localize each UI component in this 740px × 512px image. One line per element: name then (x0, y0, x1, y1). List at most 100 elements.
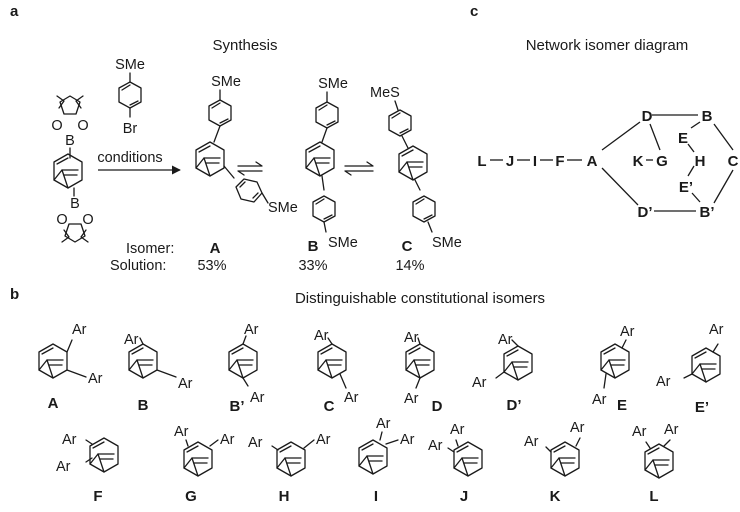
panel-a: a Synthesis O O B B O O SMe Br condition… (10, 3, 462, 274)
isomer-f-ar-1: Ar (62, 432, 77, 448)
isomer-e-label: E (617, 397, 627, 414)
isomer-e-prime-ar-1: Ar (709, 322, 724, 338)
network-edges (490, 114, 734, 212)
product-c-mes-top: MeS (370, 85, 400, 101)
product-a-aryl-top (208, 99, 232, 127)
isomer-d: Ar Ar D (404, 330, 443, 415)
node-b: B (702, 108, 713, 125)
product-a-label: A (210, 240, 221, 257)
node-i: I (533, 153, 537, 170)
isomer-b-prime-ar-1: Ar (244, 322, 259, 338)
isomer-l-ar-1: Ar (632, 424, 647, 440)
isomer-g-ar-2: Ar (220, 432, 235, 448)
product-c-bullvalene (398, 145, 428, 181)
isomer-l-label: L (649, 488, 658, 505)
node-j: J (506, 153, 514, 170)
boronate-oxygen-3: O (56, 212, 67, 228)
isomer-f-label: F (93, 488, 102, 505)
isomer-f-ar-2: Ar (56, 459, 71, 475)
reagent: SMe Br (115, 57, 145, 137)
isomer-j: Ar Ar J (428, 422, 483, 505)
product-b-label: B (308, 238, 319, 255)
isomer-b-ar-2: Ar (178, 376, 193, 392)
panel-b: b Distinguishable constitutional isomers… (10, 286, 724, 505)
isomer-c: Ar Ar C (314, 328, 359, 415)
reagent-sme-label: SMe (115, 57, 145, 73)
isomer-l: Ar Ar L (632, 422, 679, 505)
isomer-b-prime: Ar Ar B’ (228, 322, 265, 415)
isomer-l-ar-2: Ar (664, 422, 679, 438)
pinacol-ester-top (56, 95, 84, 115)
isomer-i-label: I (374, 488, 378, 505)
product-b-aryl-bottom (312, 195, 336, 223)
isomer-d-prime: Ar Ar D’ (472, 332, 533, 414)
isomer-a-label: A (48, 395, 59, 412)
isomer-b-prime-ar-2: Ar (250, 390, 265, 406)
isomer-f: Ar Ar F (56, 432, 119, 505)
isomer-d-ar-1: Ar (404, 330, 419, 346)
isomer-k: Ar Ar K (524, 420, 585, 505)
node-f: F (555, 153, 564, 170)
isomer-e-ar-1: Ar (620, 324, 635, 340)
product-a-aryl-right (235, 178, 263, 203)
isomer-e-prime-ar-2: Ar (656, 374, 671, 390)
boron-atom-1: B (65, 133, 75, 149)
boron-atom-2: B (70, 196, 80, 212)
synthesis-title: Synthesis (212, 37, 277, 54)
node-l: L (477, 153, 486, 170)
node-d: D (642, 108, 653, 125)
isomer-g-ar-1: Ar (174, 424, 189, 440)
isomer-i-ar-2: Ar (400, 432, 415, 448)
isomer-k-label: K (550, 488, 561, 505)
product-a-bullvalene (195, 141, 225, 177)
isomer-b-prime-label: B’ (230, 398, 245, 415)
isomer-d-prime-ar-1: Ar (498, 332, 513, 348)
product-a-structure: SMe SMe (195, 74, 298, 216)
isomer-i-ar-1: Ar (376, 416, 391, 432)
isomer-d-label: D (432, 398, 443, 415)
product-b-structure: SMe SMe (305, 76, 358, 251)
product-a-sme-top: SMe (211, 74, 241, 90)
node-g: G (656, 153, 668, 170)
isomer-j-ar-1: Ar (450, 422, 465, 438)
product-c-aryl-top (388, 109, 412, 137)
panel-c: c Network isomer diagram L J I F A D (470, 3, 739, 221)
node-d-prime: D’ (638, 204, 653, 221)
node-k: K (633, 153, 644, 170)
isomer-j-ar-2: Ar (428, 438, 443, 454)
isomer-g-label: G (185, 488, 197, 505)
boronate-oxygen-1: O (51, 118, 62, 134)
isomer-b: Ar Ar B (124, 332, 193, 414)
node-c: C (728, 153, 739, 170)
solution-row-label: Solution: (110, 258, 166, 274)
isomer-a: Ar Ar A (38, 322, 103, 412)
product-b-sme-top: SMe (318, 76, 348, 92)
node-b-prime: B’ (700, 204, 715, 221)
isomer-e: Ar Ar E (592, 324, 635, 414)
product-c-sme-bottom: SMe (432, 235, 462, 251)
reaction-conditions-label: conditions (97, 150, 162, 166)
equilibrium-arrows-ab (237, 161, 263, 176)
node-h: H (695, 153, 706, 170)
boronate-oxygen-2: O (77, 118, 88, 134)
isomer-h-ar-1: Ar (248, 435, 263, 451)
isomer-c-ar-1: Ar (314, 328, 329, 344)
isomer-h-ar-2: Ar (316, 432, 331, 448)
isomer-h: Ar Ar H (248, 432, 331, 505)
product-b-aryl-top (315, 101, 339, 129)
reagent-phenyl-ring (118, 81, 142, 109)
isomer-k-ar-2: Ar (524, 434, 539, 450)
equilibrium-arrows-bc (344, 161, 374, 176)
product-c-aryl-bottom (412, 195, 436, 223)
isomer-c-ar-2: Ar (344, 390, 359, 406)
isomer-d-prime-ar-2: Ar (472, 375, 487, 391)
product-b-bullvalene (305, 141, 335, 177)
product-b-percent: 33% (298, 258, 327, 274)
isomer-e-ar-2: Ar (592, 392, 607, 408)
product-a-percent: 53% (197, 258, 226, 274)
isomer-d-ar-2: Ar (404, 391, 419, 407)
panel-label-c: c (470, 3, 478, 20)
starting-material: O O B B O O (51, 95, 94, 243)
isomer-j-label: J (460, 488, 468, 505)
network-title: Network isomer diagram (526, 37, 689, 54)
